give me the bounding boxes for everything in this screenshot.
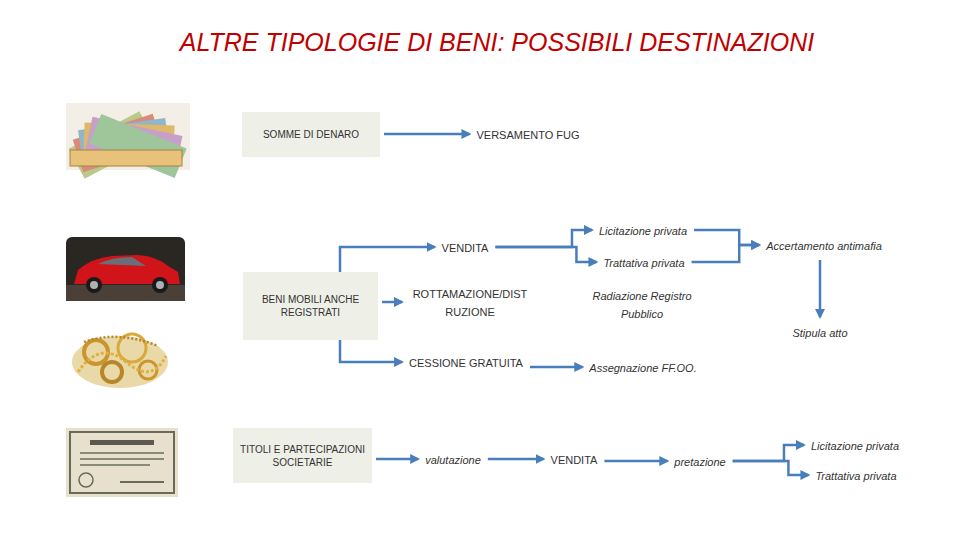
certificate-line [80, 464, 150, 466]
step-label: Licitazione privata [808, 434, 902, 456]
certificate-line [80, 452, 164, 454]
flow-arrow [376, 458, 418, 461]
node-text: pretazione [674, 456, 725, 468]
flow-arrow [692, 245, 760, 262]
flow-arrow [530, 366, 582, 369]
certificate-picture [66, 428, 178, 497]
node-text: SOMME DI DENARO [263, 128, 359, 141]
money-picture [66, 103, 190, 179]
car-wheel [152, 277, 168, 293]
node-text: Trattativa privata [815, 470, 896, 482]
category-box: BENI MOBILI ANCHE REGISTRATI [243, 272, 378, 340]
node-text: ROTTAMAZIONE/DIST RUZIONE [413, 288, 528, 318]
car-rim [90, 281, 98, 289]
node-text: Assegnazione FF.OO. [589, 362, 696, 374]
flow-arrow [495, 230, 592, 247]
gold-ring [102, 362, 122, 382]
node-text: CESSIONE GRATUITA [409, 357, 523, 369]
step-label: Licitazione privata [596, 219, 690, 241]
certificate-signature [120, 481, 164, 483]
category-box: SOMME DI DENARO [242, 112, 380, 157]
step-label: Assegnazione FF.OO. [586, 356, 699, 378]
node-text: Stipula atto [792, 327, 847, 339]
step-label: Accertamento antimafia [763, 234, 885, 256]
gold-ring [84, 340, 108, 364]
step-label: Trattativa privata [812, 464, 899, 486]
certificate-heading [90, 440, 154, 445]
step-label: pretazione [671, 450, 728, 472]
certificate-seal [79, 473, 93, 487]
node-text: Accertamento antimafia [766, 240, 882, 252]
node-text: VERSAMENTO FUG [476, 129, 579, 141]
node-text: Trattativa privata [603, 257, 684, 269]
flow-arrow [384, 133, 469, 136]
step-label: CESSIONE GRATUITA [406, 351, 526, 373]
node-text: TITOLI E PARTECIPAZIONI SOCIETARIE [239, 443, 366, 469]
node-text: Licitazione privata [599, 225, 687, 237]
flow-arrow [819, 260, 822, 317]
car-wheel [86, 277, 102, 293]
node-text: VENDITA [551, 454, 598, 466]
flow-arrow [733, 461, 809, 475]
node-text: Radiazione Registro Pubblico [592, 290, 691, 320]
car-window [98, 257, 146, 266]
flow-arrow [495, 247, 596, 262]
car-rim [156, 281, 164, 289]
flow-arrow [340, 247, 435, 272]
flow-arrow [340, 340, 402, 362]
certificate-sheet [66, 428, 178, 497]
flow-arrow [382, 301, 402, 304]
slide-title: ALTRE TIPOLOGIE DI BENI: POSSIBILI DESTI… [180, 28, 814, 57]
certificate-line [80, 458, 164, 460]
step-label: VENDITA [439, 236, 492, 258]
car-picture [66, 237, 185, 301]
step-label: VERSAMENTO FUG [473, 123, 582, 145]
gold-chain [78, 353, 166, 372]
step-label: VENDITA [548, 448, 601, 470]
gold-chain [84, 337, 158, 346]
step-label: ROTTAMAZIONE/DIST RUZIONE [406, 282, 534, 322]
banknote [70, 150, 182, 166]
flow-arrow [488, 458, 544, 461]
node-text: VENDITA [442, 242, 489, 254]
category-box: TITOLI E PARTECIPAZIONI SOCIETARIE [233, 428, 372, 483]
node-text: BENI MOBILI ANCHE REGISTRATI [261, 293, 361, 319]
banknote-edge [70, 150, 182, 166]
step-label: Radiazione Registro Pubblico [586, 284, 698, 324]
banknote [89, 114, 186, 178]
step-label: Trattativa privata [600, 251, 687, 273]
picture-ground [66, 237, 185, 301]
step-label: valutazione [422, 448, 484, 470]
node-text: Licitazione privata [811, 440, 899, 452]
flow-arrow [694, 230, 759, 245]
flow-arrow [733, 445, 804, 461]
step-label: Stipula atto [789, 321, 850, 343]
jewelry-picture [72, 334, 168, 388]
certificate-border [70, 432, 174, 493]
flow-arrow [604, 460, 667, 463]
node-text: valutazione [425, 454, 481, 466]
